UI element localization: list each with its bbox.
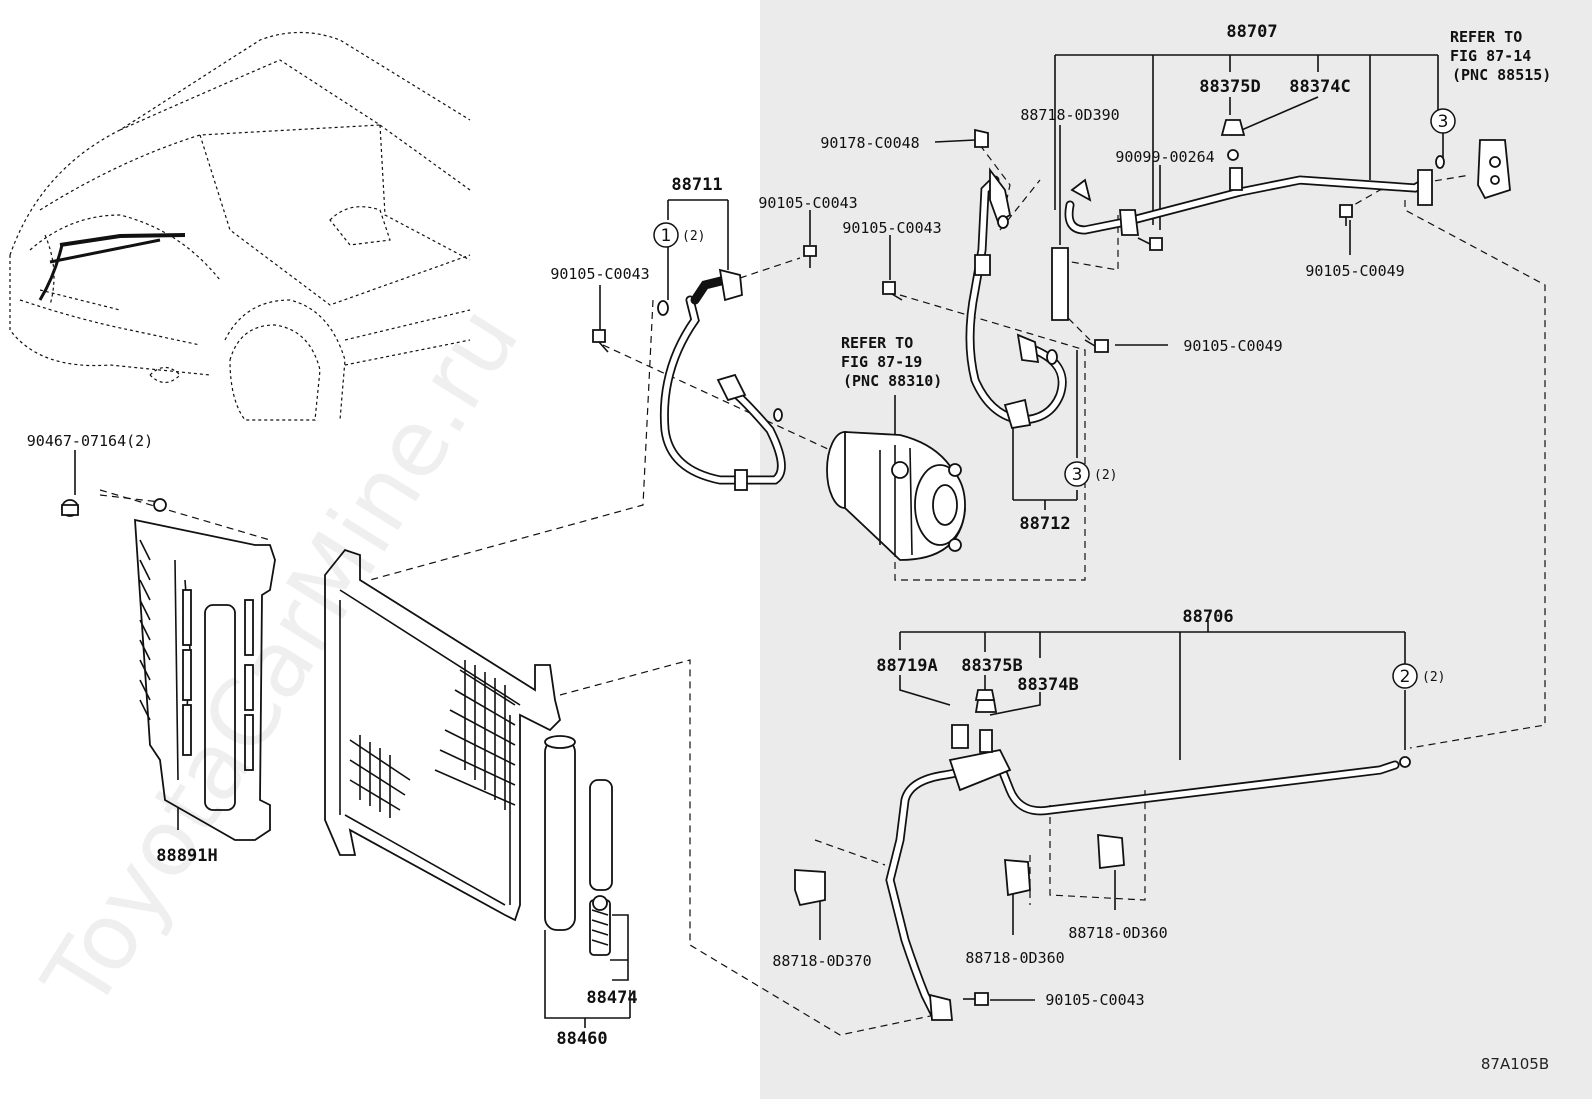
label-90105-C0043-top: 90105-C0043	[758, 194, 857, 212]
suction-hose-88712	[965, 128, 1067, 430]
pipe-88706	[885, 689, 1411, 1021]
callout-1-qty: (2)	[682, 229, 705, 244]
callout-3-mid-qty: (2)	[1094, 468, 1117, 483]
label-88474: 88474	[586, 988, 637, 1008]
figure-code: 87A105B	[1481, 1055, 1549, 1073]
label-88719A: 88719A	[876, 656, 937, 676]
refer-a-line2: FIG 87-14	[1450, 47, 1531, 65]
callout-1: 1	[661, 226, 672, 246]
refer-b-line1: REFER TO	[841, 334, 913, 352]
refer-b-line2: FIG 87-19	[841, 353, 922, 371]
refer-b-line3: (PNC 88310)	[843, 372, 942, 390]
dashed-connections	[99, 144, 1546, 1036]
refer-notes: REFER TO FIG 87-14 (PNC 88515) REFER TO …	[841, 28, 1551, 390]
label-88374B: 88374B	[1017, 675, 1078, 695]
vehicle-piping-highlight	[38, 233, 186, 301]
callout-2: 2	[1400, 667, 1411, 687]
label-88374C: 88374C	[1289, 77, 1350, 97]
label-88712: 88712	[1019, 514, 1070, 534]
bolt-90105-C0043-left	[592, 329, 609, 353]
label-88718-0D360-a: 88718-0D360	[965, 949, 1064, 967]
bolt-90105-C0043-top	[803, 245, 817, 268]
radiator-side-panel-88891H	[134, 518, 276, 841]
pipe-clamps	[794, 833, 1125, 907]
refer-a-line1: REFER TO	[1450, 28, 1522, 46]
bolts	[592, 204, 1353, 1006]
label-90105-C0043-mid: 90105-C0043	[842, 219, 941, 237]
label-88718-0D370: 88718-0D370	[772, 952, 871, 970]
label-88706: 88706	[1182, 607, 1233, 627]
bolt-90099	[1137, 237, 1163, 251]
expansion-valve	[1477, 139, 1511, 200]
label-90105-C0049-mid: 90105-C0049	[1183, 337, 1282, 355]
callout-3-top: 3	[1438, 112, 1449, 132]
bolt-90105-C0043-mid	[882, 281, 903, 301]
bolt-90105-C0049-mid	[1084, 339, 1109, 353]
label-88460: 88460	[556, 1029, 607, 1049]
label-90105-C0043-bottom: 90105-C0043	[1045, 991, 1144, 1009]
bolt-90105-C0043-bottom	[963, 992, 989, 1006]
label-88718-0D360-b: 88718-0D360	[1068, 924, 1167, 942]
part-labels: 88707 88375D 88374C 88718-0D390 90178-C0…	[27, 22, 1405, 1049]
discharge-hose-88711	[657, 268, 786, 491]
label-90467-07164: 90467-07164(2)	[27, 432, 153, 450]
condenser-88460	[324, 548, 561, 922]
compressor	[826, 431, 966, 561]
bolt-90105-C0049-right	[1339, 204, 1353, 226]
pipe-88707	[1051, 119, 1445, 321]
label-88375D: 88375D	[1199, 77, 1260, 97]
callout-2-qty: (2)	[1422, 670, 1445, 685]
label-90105-C0043-left: 90105-C0043	[550, 265, 649, 283]
leader-lines	[74, 54, 1444, 1028]
label-90105-C0049-right: 90105-C0049	[1305, 262, 1404, 280]
label-88711: 88711	[671, 175, 722, 195]
receiver-tank	[544, 735, 613, 956]
label-88375B: 88375B	[961, 656, 1022, 676]
label-90099-00264: 90099-00264	[1115, 148, 1214, 166]
callout-circles: 1 (2) 2 (2) 3 3 (2)	[653, 108, 1456, 689]
callout-3-mid: 3	[1072, 465, 1083, 485]
label-88707: 88707	[1226, 22, 1277, 42]
label-88891H: 88891H	[156, 846, 217, 866]
clip-90467	[61, 498, 167, 517]
vehicle-outline	[9, 31, 471, 421]
label-88718-0D390: 88718-0D390	[1020, 106, 1119, 124]
refer-a-line3: (PNC 88515)	[1452, 66, 1551, 84]
label-90178-C0048: 90178-C0048	[820, 134, 919, 152]
